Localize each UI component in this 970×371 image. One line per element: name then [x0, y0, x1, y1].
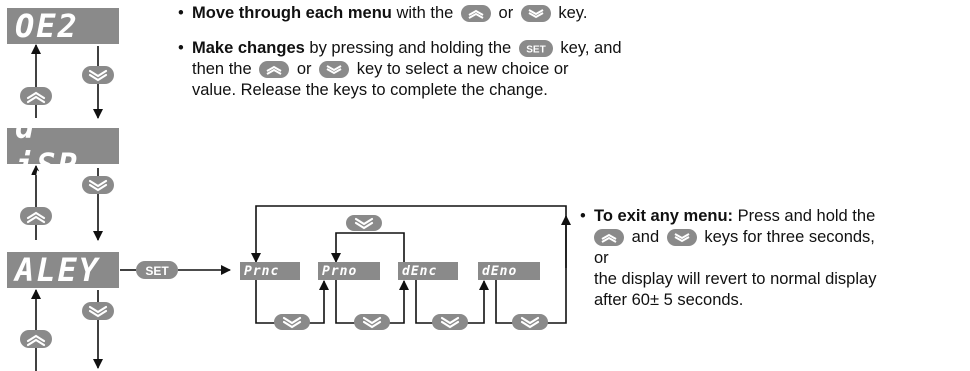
display-alty: ALEY: [7, 251, 119, 289]
display-disp: d iSP: [7, 108, 119, 184]
display-deno: dEno: [478, 262, 540, 280]
set-key-icon[interactable]: [136, 261, 178, 279]
display-prnc: Prnc: [240, 262, 300, 280]
down-key-icon: [319, 61, 350, 79]
move-instruction: •Move through each menu with the or key.: [178, 4, 588, 23]
instructions-top: •Move through each menu with the or key.…: [178, 3, 778, 101]
instructions-exit: •To exit any menu: Press and hold the an…: [580, 207, 877, 309]
display-ot2: OE2: [7, 7, 119, 45]
display-denc: dEnc: [398, 262, 458, 280]
set-key-label: SET: [145, 264, 169, 278]
display-prno: Prno: [318, 262, 380, 280]
down-key-icon: [666, 229, 697, 247]
svg-text:SET: SET: [526, 45, 545, 56]
set-key-icon: SET: [518, 40, 553, 58]
down-key-icon: [520, 5, 551, 23]
up-key-icon: [460, 5, 491, 23]
up-key-icon: [259, 61, 290, 79]
exit-loop-arrow: [251, 205, 567, 268]
change-instruction: •Make changes by pressing and holding th…: [178, 39, 622, 58]
up-key-icon: [594, 229, 624, 247]
denc-to-prno-arrow: [331, 232, 405, 263]
